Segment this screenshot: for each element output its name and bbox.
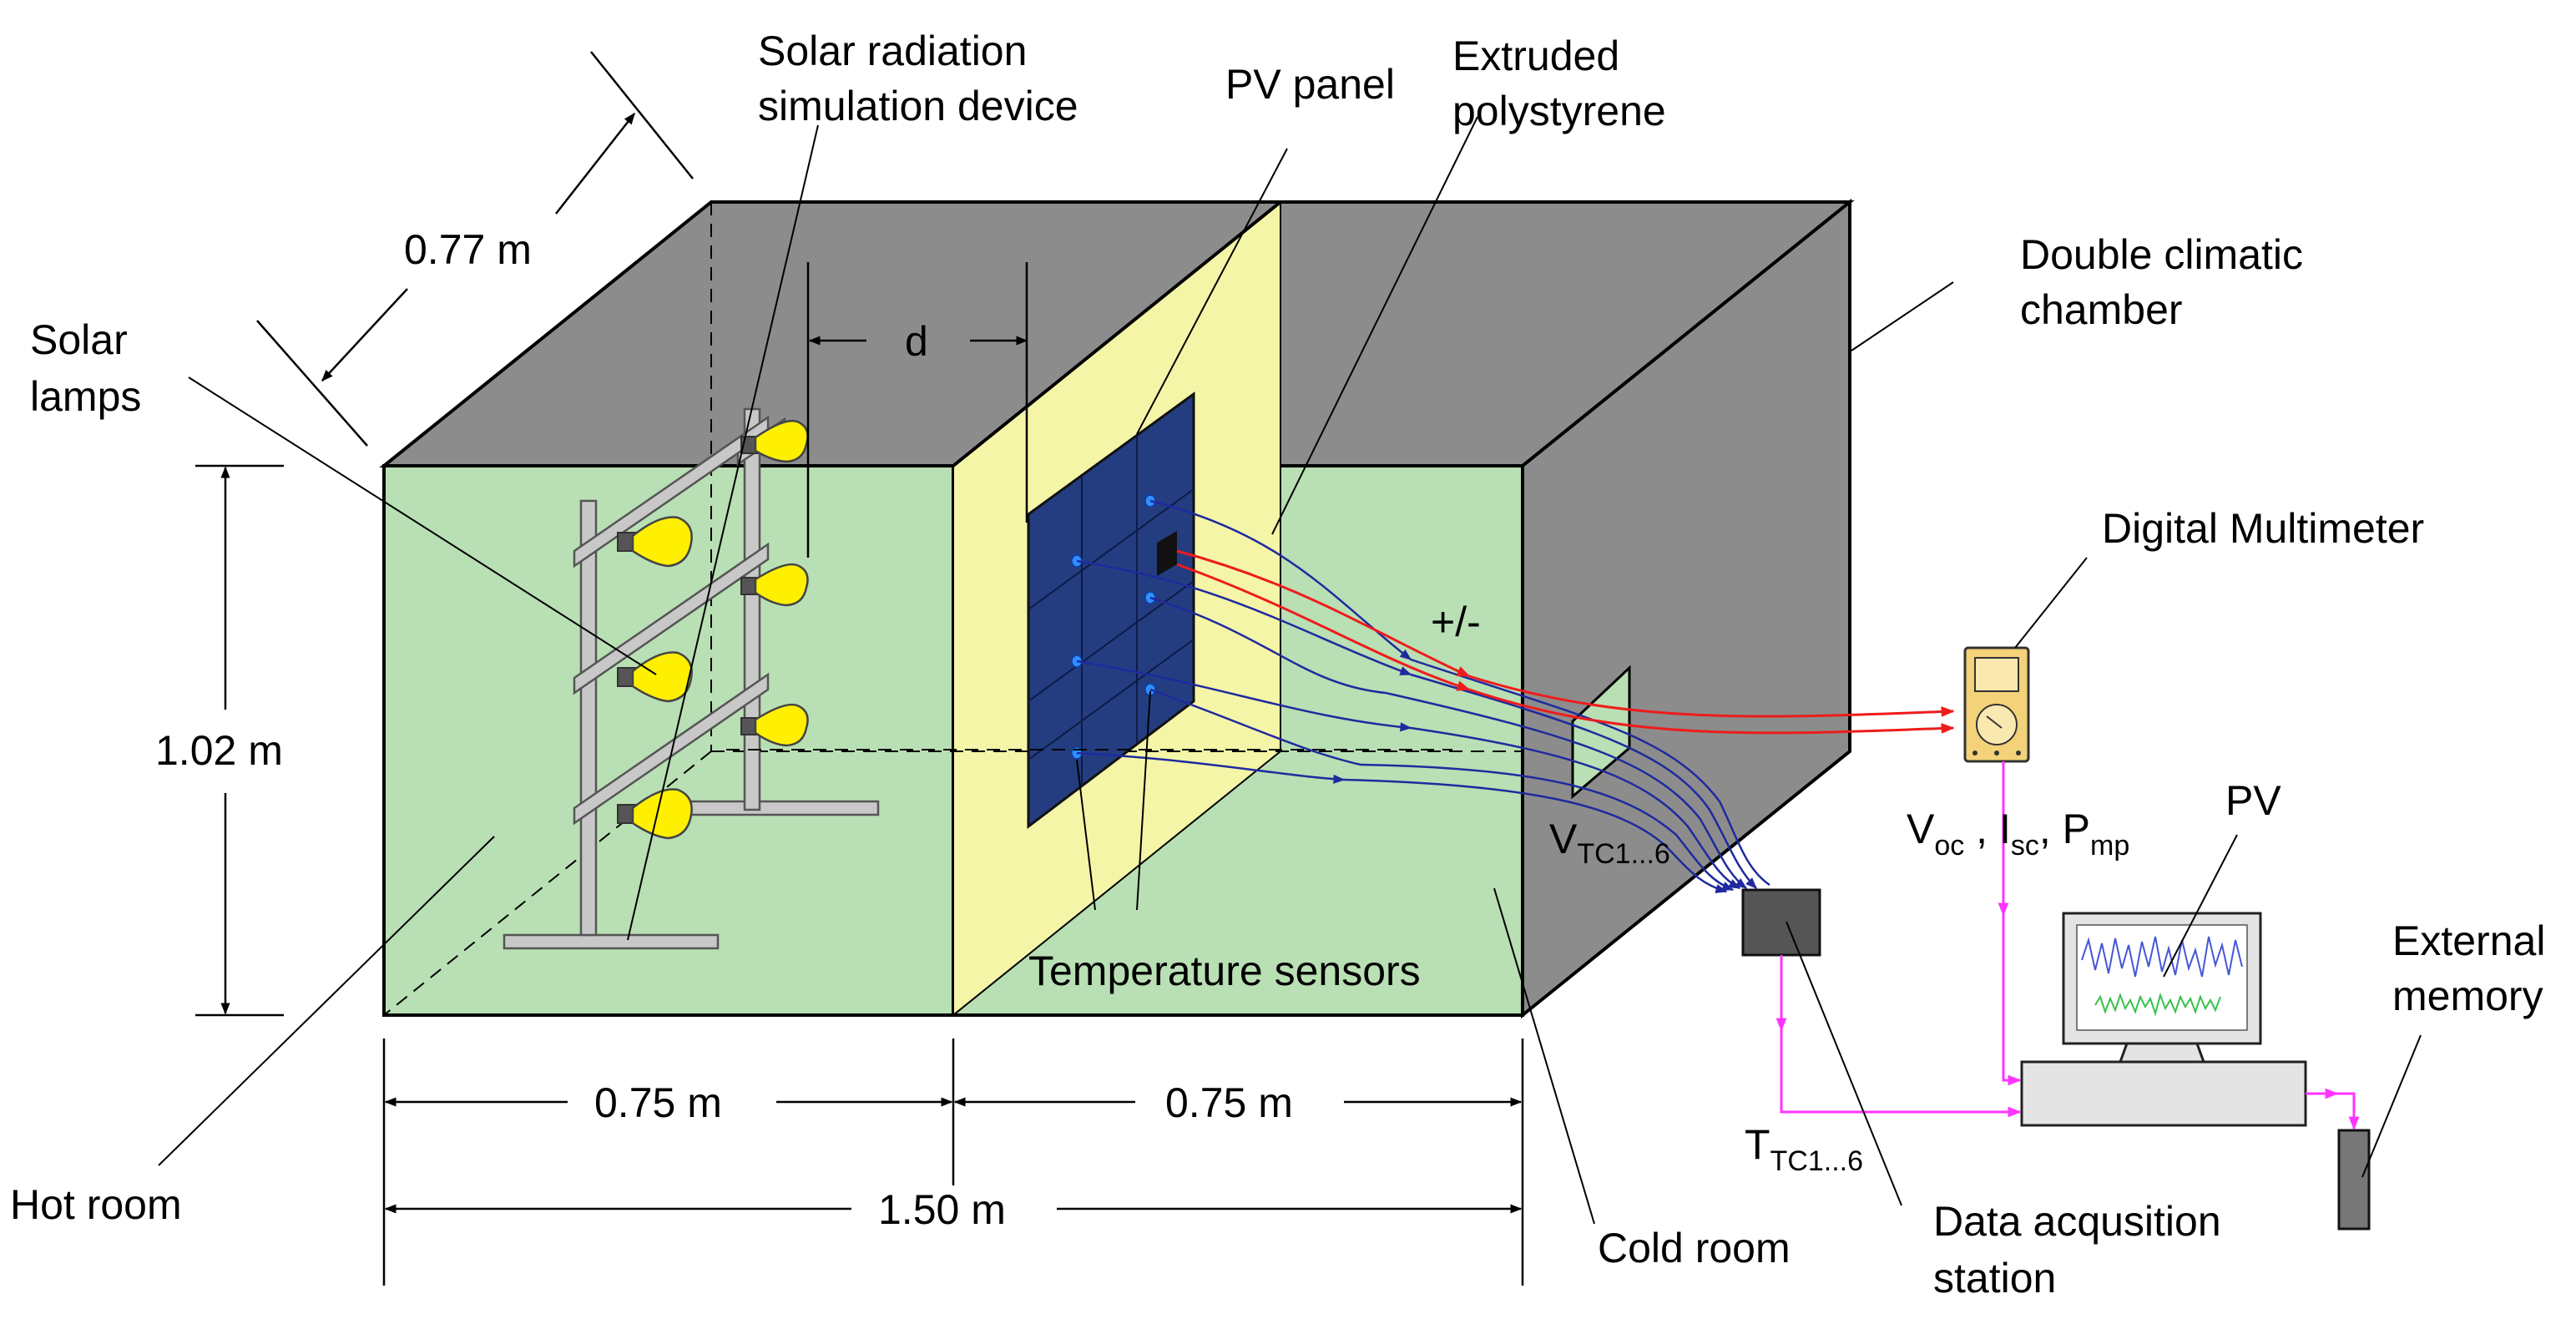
lamp-3 <box>740 563 809 607</box>
lamp-1 <box>740 419 809 463</box>
dimension-lines <box>195 51 1524 1286</box>
daq-label-line2: station <box>1933 1255 2056 1301</box>
chamber-label-line2: chamber <box>2020 286 2183 333</box>
data-acquisition-station <box>1741 888 1821 957</box>
isc-symbol: I <box>1999 806 2011 852</box>
thermocouple-wires <box>1076 499 1770 893</box>
depth-dimension-label: 0.77 m <box>404 226 532 273</box>
pv-computer <box>2020 912 2307 1127</box>
stand-base-back <box>679 800 880 816</box>
pv-computer-label: PV <box>2225 777 2281 824</box>
partition-top-edge <box>952 200 1282 467</box>
external-memory-label-line2: memory <box>2392 973 2543 1019</box>
pmp-symbol: P <box>2063 806 2090 852</box>
monitor-stand <box>2118 1042 2206 1064</box>
ttc-subscript: TC1...6 <box>1770 1145 1863 1177</box>
computer-screen <box>2076 924 2248 1031</box>
lamp-arm-4 <box>573 672 770 826</box>
leader-lines <box>158 116 2422 1225</box>
stand-pole-front <box>579 499 598 937</box>
height-dimension-label: 1.02 m <box>155 727 283 774</box>
external-memory-label-line1: External <box>2392 917 2545 964</box>
lamp-5 <box>740 703 809 747</box>
cold-room-width-label: 0.75 m <box>1165 1079 1293 1126</box>
solar-device-label-line1: Solar radiation <box>758 28 1027 74</box>
pv-panel-label: PV panel <box>1225 61 1395 108</box>
pmp-subscript: mp <box>2090 830 2129 862</box>
solar-lamps-label-line1: Solar <box>30 316 128 363</box>
solar-radiation-simulation-device <box>503 407 880 950</box>
separator-2: , <box>2039 806 2063 852</box>
pv-output-wires <box>1176 549 1955 735</box>
lamp-4 <box>617 651 693 703</box>
digital-multimeter <box>1963 646 2030 763</box>
solar-device-label-line2: simulation device <box>758 83 1078 129</box>
polystyrene-label-line1: Extruded <box>1452 33 1619 79</box>
lamp-arm-3 <box>573 542 770 695</box>
lamp-2 <box>617 516 693 568</box>
multimeter-display <box>1974 657 2019 692</box>
pv-junction-box <box>1157 531 1177 576</box>
polystyrene-label-line2: polystyrene <box>1452 88 1666 134</box>
vtc-subscript: TC1...6 <box>1577 838 1669 870</box>
stand-base-front <box>503 933 720 950</box>
cold-room-label: Cold room <box>1598 1225 1791 1271</box>
text-labels: Solar radiation simulation device PV pan… <box>10 28 2545 1301</box>
hot-room-label: Hot room <box>10 1181 182 1228</box>
separator-1: , <box>1964 806 1999 852</box>
multimeter-label: Digital Multimeter <box>2102 505 2424 552</box>
solar-lamps <box>617 419 809 840</box>
measured-quantities-label: Voc , Isc, Pmp <box>1907 806 2129 862</box>
temperature-sensors-label: Temperature sensors <box>1028 948 1421 994</box>
solar-lamps-label-line2: lamps <box>30 373 141 420</box>
d-dimension-label: d <box>905 318 928 365</box>
hot-room-width-label: 0.75 m <box>594 1079 722 1126</box>
screen-blue-trace <box>2081 936 2243 978</box>
thermocouple-voltage-label: VTC1...6 <box>1549 816 1670 870</box>
total-width-label: 1.50 m <box>878 1186 1006 1233</box>
computer-tower <box>2020 1060 2307 1127</box>
external-memory-device <box>2337 1129 2371 1231</box>
chamber-label-line1: Double climatic <box>2020 231 2303 278</box>
ttc-symbol: T <box>1745 1121 1770 1168</box>
vtc-symbol: V <box>1549 816 1578 862</box>
daq-label-line1: Data acqusition <box>1933 1198 2221 1245</box>
data-links <box>1775 761 2360 1130</box>
screen-green-trace <box>2094 992 2221 1017</box>
polarity-label: +/- <box>1431 599 1481 645</box>
lamp-6 <box>617 788 693 840</box>
voc-subscript: oc <box>1934 830 1964 862</box>
voc-symbol: V <box>1907 806 1935 852</box>
thermocouple-temperature-label: TTC1...6 <box>1745 1121 1863 1177</box>
isc-subscript: sc <box>2011 830 2039 862</box>
